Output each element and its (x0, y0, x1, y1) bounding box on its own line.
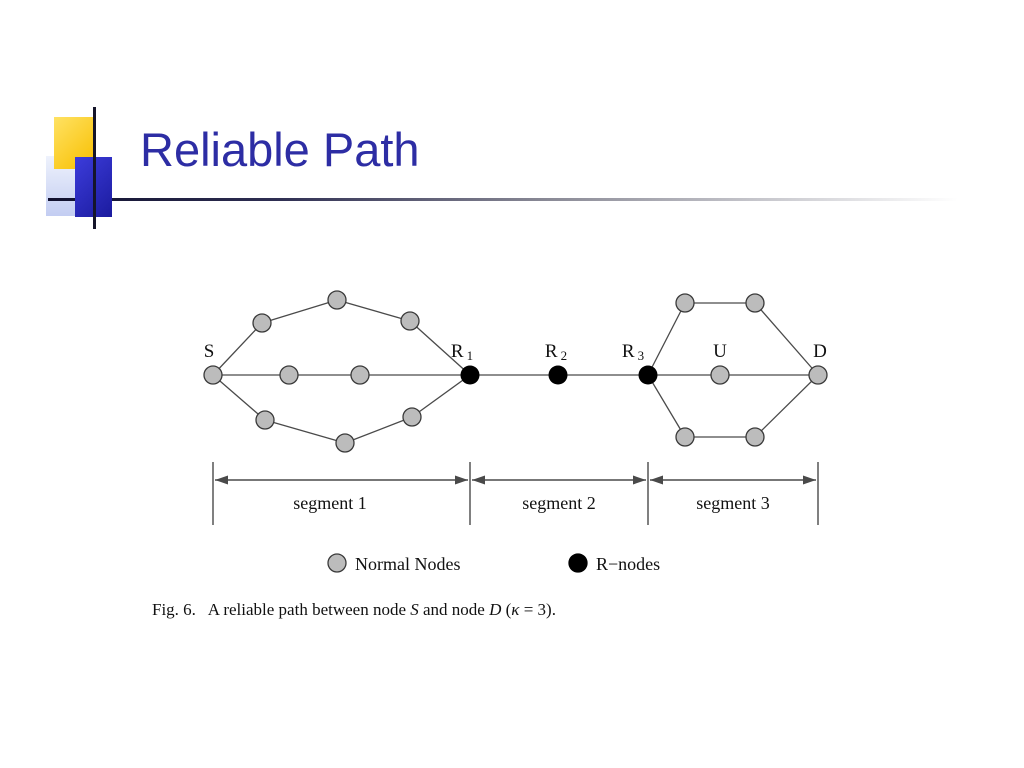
r-node (638, 365, 658, 385)
figure-caption: Fig. 6. A reliable path between node S a… (152, 600, 556, 620)
normal-node (402, 407, 422, 427)
caption-text: Fig. 6. A reliable path between node (152, 600, 411, 619)
graph-edge (344, 416, 413, 444)
caption-text: ( (501, 600, 512, 619)
normal-node (279, 365, 299, 385)
graph-edge (409, 320, 471, 376)
normal-node (745, 293, 765, 313)
caption-text: = 3). (519, 600, 556, 619)
slide-title: Reliable Path (140, 123, 420, 176)
normal-node (710, 365, 730, 385)
decoration-vertical-line (93, 107, 96, 229)
normal-node (675, 427, 695, 447)
arrowhead-right (633, 475, 646, 485)
normal-node (675, 293, 695, 313)
caption-math-var: D (489, 600, 502, 619)
normal-node (745, 427, 765, 447)
caption-math-var: κ (511, 600, 520, 619)
normal-node (255, 410, 275, 430)
node-label: S (204, 341, 215, 362)
graph-edge (754, 302, 819, 376)
arrowhead-right (455, 475, 468, 485)
graph-edge (261, 299, 338, 324)
graph-edge (647, 302, 686, 376)
legend-swatch-r-nodes (568, 553, 588, 573)
graph-edge (212, 374, 266, 421)
legend-label-r-nodes: R−nodes (596, 554, 660, 574)
r-node (460, 365, 480, 385)
graph-edge (754, 374, 819, 438)
normal-node (400, 311, 420, 331)
normal-node (808, 365, 828, 385)
legend-label-normal-nodes: Normal Nodes (355, 554, 460, 574)
segment-label: segment 2 (522, 493, 596, 513)
graph-edge (647, 374, 686, 438)
node-label: U (713, 341, 727, 362)
arrowhead-right (803, 475, 816, 485)
arrowhead-left (215, 475, 228, 485)
segment-label: segment 1 (293, 493, 367, 513)
graph-edge (336, 299, 411, 322)
caption-text: and node (418, 600, 490, 619)
decoration-horizontal-rule (48, 198, 958, 201)
graph-edge (264, 419, 346, 444)
normal-node (252, 313, 272, 333)
caption-math-var: S (410, 600, 419, 619)
r-node (548, 365, 568, 385)
legend-swatch-normal-nodes (327, 553, 347, 573)
graph-edge (411, 374, 471, 418)
normal-node (335, 433, 355, 453)
normal-node (350, 365, 370, 385)
segment-label: segment 3 (696, 493, 770, 513)
normal-node (327, 290, 347, 310)
node-label: D (813, 341, 827, 362)
arrowhead-left (650, 475, 663, 485)
graph-edge (212, 322, 263, 376)
normal-node (203, 365, 223, 385)
arrowhead-left (472, 475, 485, 485)
